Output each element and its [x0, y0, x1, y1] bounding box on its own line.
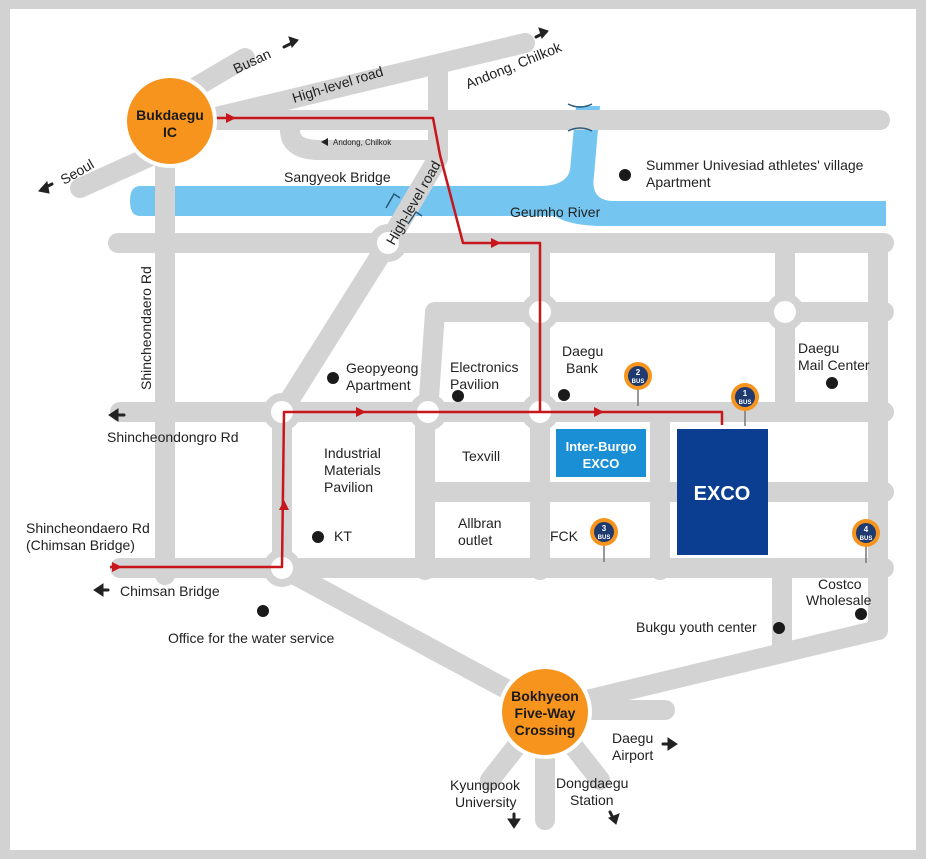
label-allbran-1: Allbran: [458, 515, 502, 531]
dot-costco: [855, 608, 867, 620]
bus-stop-1-text: BUS: [739, 400, 752, 406]
bus-stop-3-text: BUS: [598, 535, 611, 541]
geumho-river: [130, 106, 886, 226]
dot-water-service: [257, 605, 269, 617]
dot-daegu-bank: [558, 389, 570, 401]
hub-bokhyeon-crossing: Bokhyeon Five-Way Crossing: [498, 665, 592, 759]
label-summer-village-2: Apartment: [646, 174, 711, 190]
label-mail-center-2: Mail Center: [798, 357, 870, 373]
bus-stop-1-number: 1: [743, 389, 748, 398]
hub-bokhyeon-line-2: Five-Way: [515, 705, 576, 721]
label-geopyeong-2: Apartment: [346, 377, 411, 393]
label-summer-village-1: Summer Univesiad athletes' village: [646, 157, 864, 173]
interburgo-label-2: EXCO: [583, 456, 620, 471]
bus-stop-4-text: BUS: [860, 536, 873, 542]
arrow-airport-icon: [661, 737, 678, 751]
label-costco-2: Wholesale: [806, 592, 872, 608]
label-dongdaegu-1: Dongdaegu: [556, 775, 628, 791]
hub-bokhyeon-line-3: Crossing: [515, 722, 576, 738]
bus-stop-2-text: BUS: [632, 379, 645, 385]
label-dongdaegu-2: Station: [570, 792, 614, 808]
arrow-seoul-icon: [38, 180, 54, 194]
label-costco-1: Costco: [818, 576, 862, 592]
route: [110, 116, 724, 569]
bus-stop-4-number: 4: [864, 525, 869, 534]
label-electronics-2: Pavilion: [450, 376, 499, 392]
arrow-andong-icon: [534, 27, 549, 40]
label-shincheondaero-rd: Shincheondaero Rd: [138, 266, 154, 390]
direction-arrows: [38, 27, 678, 829]
label-water-service: Office for the water service: [168, 630, 334, 646]
arrow-dongdaegu-icon: [608, 810, 620, 825]
dot-bukgu-youth: [773, 622, 785, 634]
hub-bokhyeon-line-1: Bokhyeon: [511, 688, 579, 704]
label-industrial-3: Pavilion: [324, 479, 373, 495]
label-daegu-bank-2: Bank: [566, 360, 599, 376]
bus-stop-3-number: 3: [602, 524, 607, 533]
arrow-busan-icon: [282, 36, 299, 49]
label-shincheondongro-rd: Shincheondongro Rd: [107, 429, 239, 445]
label-daegu-airport-1: Daegu: [612, 730, 653, 746]
exco-label: EXCO: [694, 483, 751, 505]
label-sangyeok-bridge: Sangyeok Bridge: [284, 169, 391, 185]
label-industrial-1: Industrial: [324, 445, 381, 461]
arrow-andong-small-icon: [321, 138, 328, 146]
label-fck: FCK: [550, 528, 579, 544]
dot-mail-center: [826, 377, 838, 389]
dot-geopyeong: [327, 372, 339, 384]
bus-stop-2-number: 2: [636, 368, 641, 377]
dot-summer-village: [619, 169, 631, 181]
route-arrows: [112, 113, 604, 572]
label-andong-chilkok-small: Andong, Chilkok: [333, 138, 392, 147]
label-kyungpook-1: Kyungpook: [450, 777, 521, 793]
bus-stop-2: 2 BUS: [624, 362, 652, 406]
bridge-marks: [385, 103, 593, 225]
arrow-shincheondongro-icon: [108, 408, 126, 422]
arrow-kyungpook-icon: [507, 812, 521, 829]
hub-bukdaegu-line-2: IC: [163, 124, 177, 140]
label-daegu-bank-1: Daegu: [562, 343, 603, 359]
label-allbran-2: outlet: [458, 532, 492, 548]
label-geopyeong-1: Geopyeong: [346, 360, 418, 376]
label-industrial-2: Materials: [324, 462, 381, 478]
interburgo-label-1: Inter-Burgo: [566, 439, 637, 454]
label-geumho-river: Geumho River: [510, 204, 601, 220]
dot-electronics: [452, 390, 464, 402]
hub-bukdaegu-line-1: Bukdaegu: [136, 107, 204, 123]
label-shincheondaero-chimsan-1: Shincheondaero Rd: [26, 520, 150, 536]
label-texvill: Texvill: [462, 448, 500, 464]
bus-stop-3: 3 BUS: [590, 518, 618, 562]
exco-building[interactable]: [677, 429, 768, 555]
bus-stop-1: 1 BUS: [731, 383, 759, 426]
bus-stop-4: 4 BUS: [852, 519, 880, 563]
arrow-chimsan-icon: [93, 583, 110, 597]
interburgo-building: [556, 429, 646, 477]
label-chimsan-bridge: Chimsan Bridge: [120, 583, 220, 599]
label-daegu-airport-2: Airport: [612, 747, 653, 763]
label-electronics-1: Electronics: [450, 359, 518, 375]
location-dots: [257, 169, 867, 634]
label-kt: KT: [334, 528, 352, 544]
hub-bukdaegu-ic: Bukdaegu IC: [123, 74, 217, 168]
label-kyungpook-2: University: [455, 794, 516, 810]
dot-kt: [312, 531, 324, 543]
label-mail-center-1: Daegu: [798, 340, 839, 356]
label-shincheondaero-chimsan-2: (Chimsan Bridge): [26, 537, 135, 553]
label-bukgu-youth: Bukgu youth center: [636, 619, 757, 635]
